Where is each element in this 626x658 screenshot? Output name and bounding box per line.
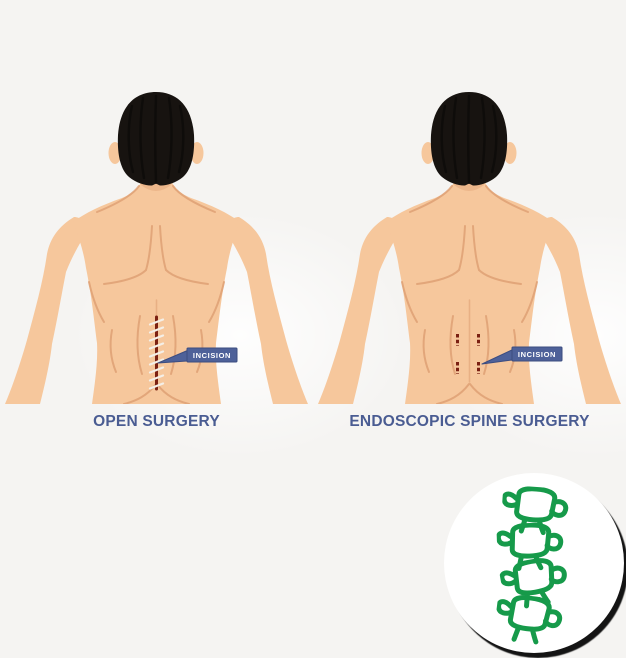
port-incisions xyxy=(456,334,480,374)
spine-vertebrae-icon xyxy=(444,473,624,653)
incision-flag-label: INCISION xyxy=(193,351,231,360)
vertebra-icon xyxy=(500,556,569,609)
incision-flag xyxy=(186,347,238,363)
figure-endoscopic-spine-surgery: INCISION ENDOSCOPIC SPINE SURGERY xyxy=(313,0,626,440)
endoscopic-surgery-illustration: INCISION xyxy=(313,0,626,404)
incision-flag xyxy=(511,346,563,362)
incision-flag-label: INCISION xyxy=(518,350,556,359)
caption-open-surgery: OPEN SURGERY xyxy=(93,413,220,430)
suture-stitches xyxy=(148,318,165,390)
figure-open-surgery: INCISION OPEN SURGERY xyxy=(0,0,313,440)
open-surgery-illustration: INCISION xyxy=(0,0,313,404)
spine-icon-badge xyxy=(444,473,624,653)
caption-endoscopic-spine-surgery: ENDOSCOPIC SPINE SURGERY xyxy=(349,413,590,430)
